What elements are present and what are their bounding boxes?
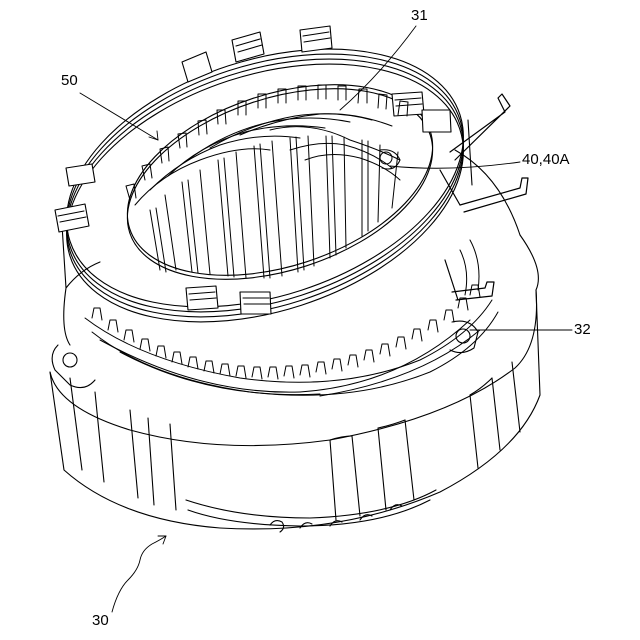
stator-core bbox=[34, 2, 497, 368]
lead-wires bbox=[440, 94, 528, 300]
lower-coil-end bbox=[85, 240, 498, 396]
ref-label-32: 32 bbox=[574, 322, 591, 337]
leader-30 bbox=[112, 536, 166, 612]
leader-50 bbox=[80, 93, 158, 140]
ref-label-31: 31 bbox=[411, 8, 428, 23]
ref-label-30: 30 bbox=[92, 613, 109, 628]
leader-40 bbox=[390, 162, 520, 168]
ref-label-40-40a: 40,40A bbox=[522, 152, 570, 167]
ref-label-50: 50 bbox=[61, 73, 78, 88]
stator-windings bbox=[126, 85, 408, 278]
